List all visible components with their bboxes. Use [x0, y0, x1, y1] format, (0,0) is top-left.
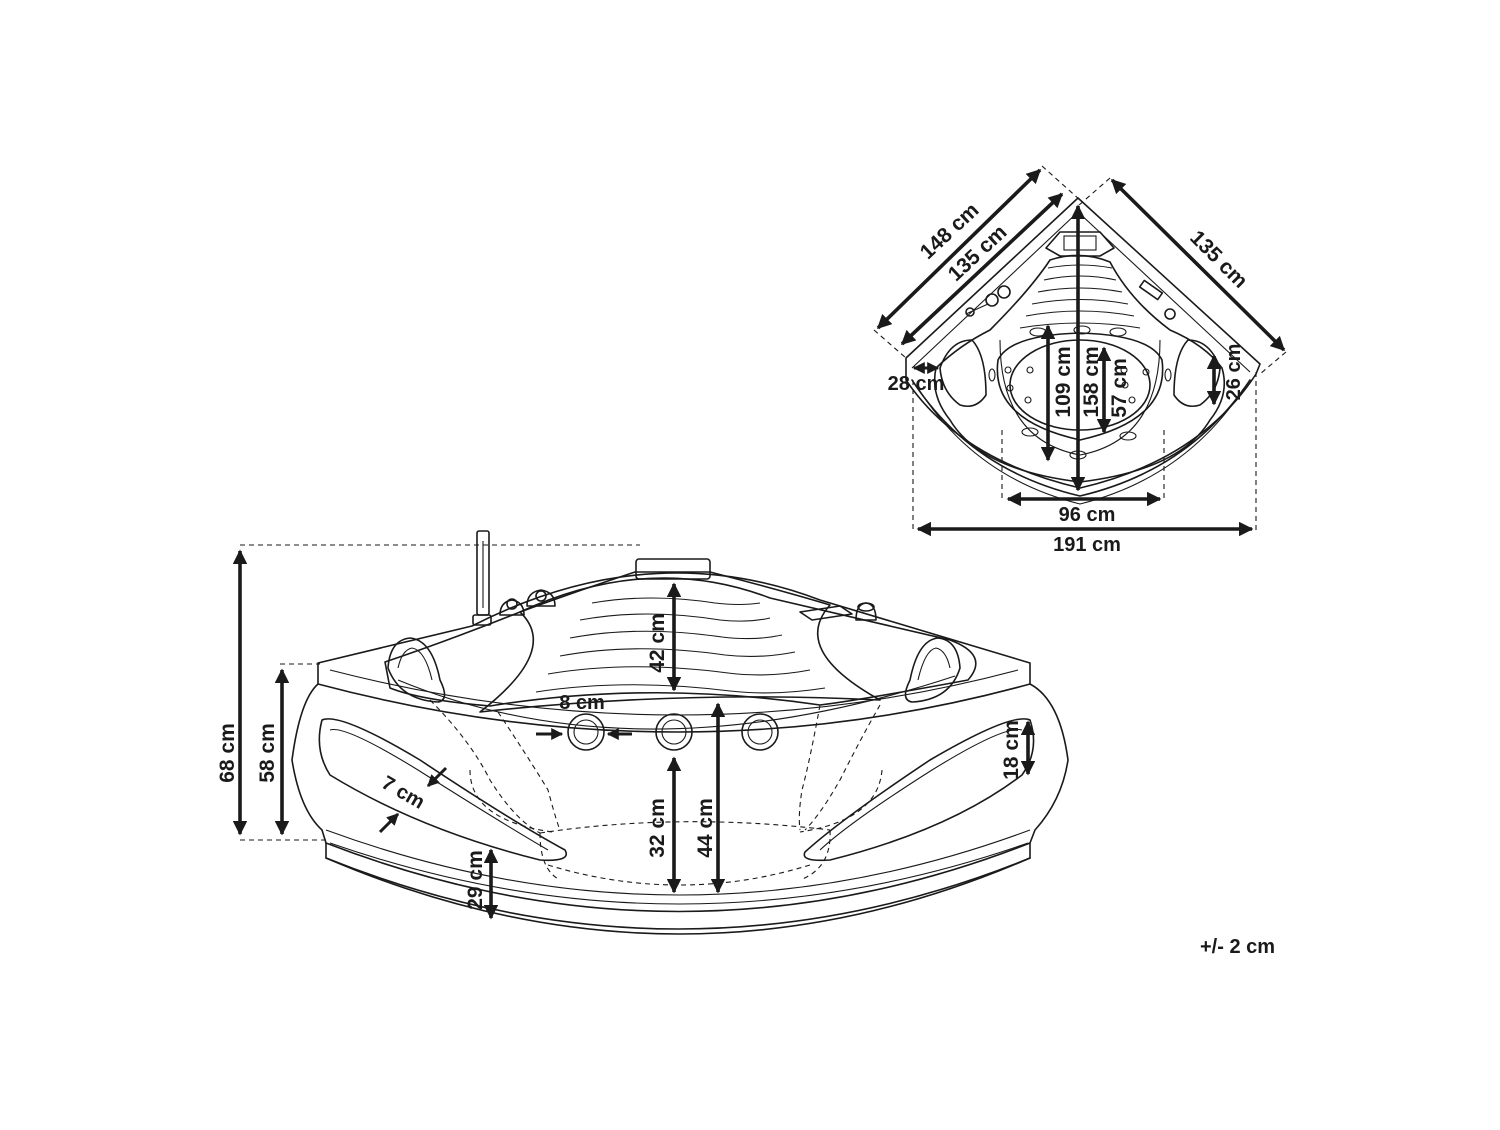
- label-basin-depth: 109 cm: [1052, 346, 1075, 417]
- label-headrest-height: 42 cm: [646, 613, 669, 673]
- backrest-waves-top: [1019, 264, 1141, 329]
- label-inner-side-right: 135 cm: [1185, 226, 1252, 293]
- label-basin-width: 96 cm: [1059, 504, 1116, 526]
- label-body-height: 58 cm: [256, 723, 279, 783]
- jet-icon: [567, 713, 779, 751]
- hand-shower-icon: [472, 530, 492, 626]
- control-panel-icon: [799, 602, 877, 621]
- label-inner-depth: 44 cm: [694, 798, 717, 858]
- label-total-height: 68 cm: [216, 723, 239, 783]
- label-diagonal-depth: 158 cm: [1080, 346, 1103, 417]
- label-panel-width: 7 cm: [378, 772, 428, 814]
- label-total-width: 191 cm: [1053, 534, 1121, 556]
- label-side-panel-height: 18 cm: [1000, 720, 1023, 780]
- tolerance-note: +/- 2 cm: [1200, 936, 1276, 958]
- faucet-icon: [499, 589, 556, 616]
- label-basin-inner: 57 cm: [1108, 358, 1131, 418]
- label-seat-depth: 32 cm: [646, 798, 669, 858]
- label-armrest-left: 28 cm: [888, 373, 945, 395]
- label-base-height: 29 cm: [464, 850, 487, 910]
- top-view: 148 cm 135 cm 135 cm 28 cm 26 cm 158 cm …: [873, 165, 1287, 556]
- dim-line-135-left: [900, 192, 1064, 346]
- front-view: 68 cm 58 cm 42 cm 44 cm 32 cm 29 cm 18 c…: [216, 530, 1069, 935]
- faucet-icon: [965, 285, 1011, 317]
- label-jet-diameter: 8 cm: [559, 692, 605, 714]
- dim-line-135-right: [1110, 178, 1286, 352]
- headrest-icon: [635, 558, 711, 580]
- backrest-ribs: [535, 597, 826, 694]
- label-armrest-right: 26 cm: [1223, 344, 1245, 401]
- dim-line-148: [876, 168, 1042, 330]
